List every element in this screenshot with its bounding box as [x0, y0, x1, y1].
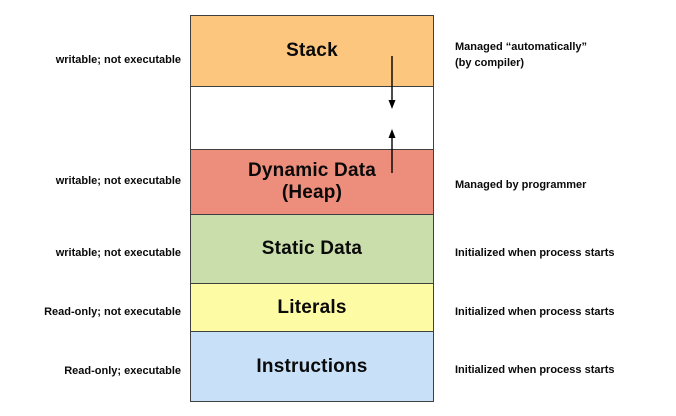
- management-label-stack-line1: Managed “automatically”: [455, 41, 588, 53]
- permission-label-literals: Read-only; not executable: [44, 306, 181, 318]
- management-label-instructions: Initialized when process starts: [455, 364, 615, 376]
- segment-unused-gap: [191, 86, 433, 149]
- segment-heap-title-line2: (Heap): [281, 182, 343, 203]
- management-label-stack: Managed “automatically” (by compiler): [455, 39, 670, 71]
- segment-literals: Literals: [191, 283, 433, 331]
- memory-column: Stack Dynamic Data (Heap) Static Data Li…: [190, 15, 434, 402]
- management-label-static-data: Initialized when process starts: [455, 247, 615, 259]
- permission-label-instructions: Read-only; executable: [64, 365, 181, 377]
- permission-label-static-data: writable; not executable: [55, 247, 181, 259]
- segment-instructions-title: Instructions: [256, 355, 368, 377]
- segment-static-data-title: Static Data: [261, 238, 363, 260]
- management-label-stack-line2: (by compiler): [455, 57, 525, 69]
- segment-heap-title-line1: Dynamic Data: [247, 160, 377, 182]
- segment-stack-title: Stack: [286, 40, 338, 62]
- management-label-literals: Initialized when process starts: [455, 306, 615, 318]
- management-label-heap: Managed by programmer: [455, 179, 587, 191]
- segment-static-data: Static Data: [191, 214, 433, 283]
- segment-literals-title: Literals: [277, 296, 347, 318]
- permission-label-stack: writable; not executable: [55, 54, 181, 66]
- segment-instructions: Instructions: [191, 331, 433, 401]
- segment-stack: Stack: [191, 16, 433, 86]
- segment-heap: Dynamic Data (Heap): [191, 149, 433, 214]
- permission-label-heap: writable; not executable: [55, 175, 181, 187]
